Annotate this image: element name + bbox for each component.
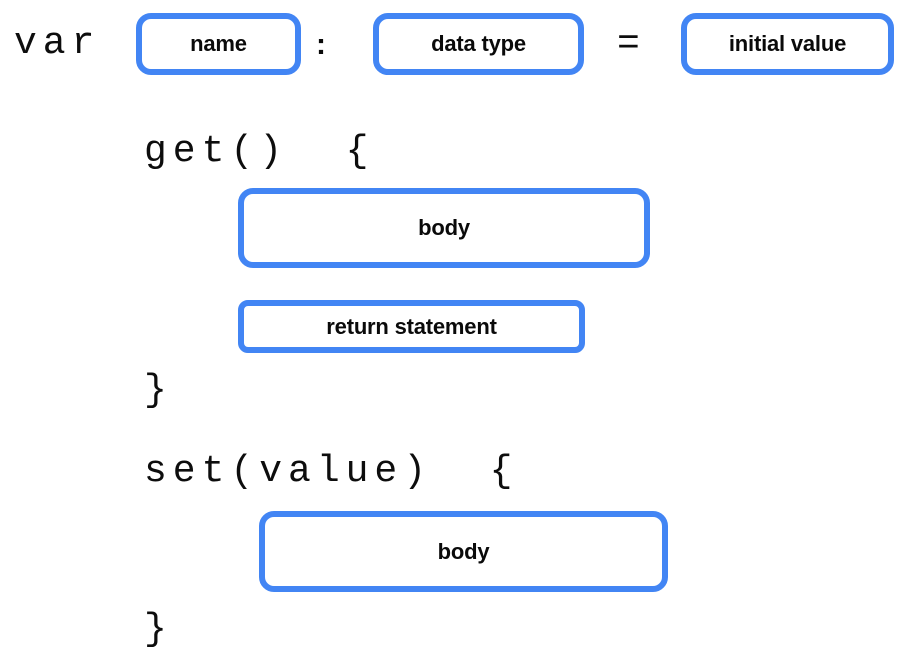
data-type-box-label: data type [431, 31, 526, 56]
data-type-box[interactable]: data type [373, 13, 584, 75]
equals-sign: = [617, 23, 640, 66]
getter-return-box-label: return statement [326, 313, 497, 339]
initial-value-box[interactable]: initial value [681, 13, 894, 75]
setter-header: set(value) { [144, 450, 519, 493]
var-keyword: var [14, 22, 101, 65]
getter-header: get() { [144, 130, 375, 173]
setter-body-box-label: body [437, 538, 490, 564]
getter-body-box-label: body [418, 215, 470, 240]
setter-closing-brace: } [144, 608, 173, 651]
setter-body-box[interactable]: body [259, 511, 668, 592]
getter-closing-brace: } [144, 369, 173, 412]
getter-body-box[interactable]: body [238, 188, 650, 268]
getter-return-box[interactable]: return statement [238, 300, 585, 353]
name-box-label: name [190, 31, 247, 56]
initial-value-box-label: initial value [728, 31, 847, 56]
name-box[interactable]: name [136, 13, 301, 75]
colon-separator: : [316, 28, 326, 61]
